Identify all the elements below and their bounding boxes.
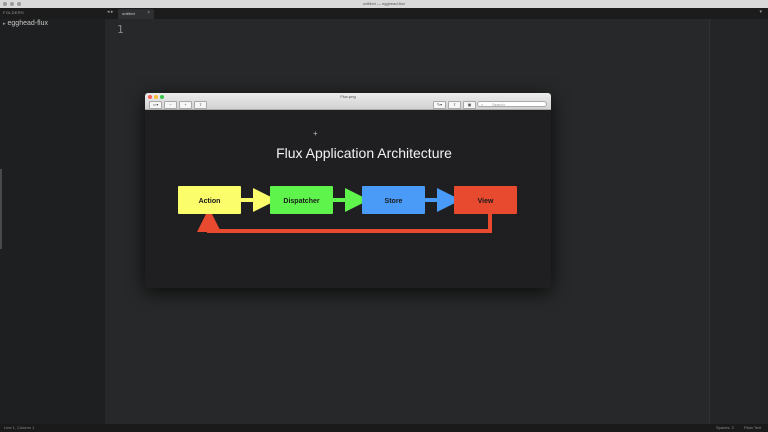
zoom-out-button[interactable]: − xyxy=(164,101,177,109)
preview-title-bar: Flux.png ▭▾ − + ⇪ ✎▾ ⇧ ▣ ⌕ Search xyxy=(145,93,551,110)
close-button[interactable] xyxy=(148,95,152,99)
sidebar-toggle-button[interactable]: ▭▾ xyxy=(149,101,162,109)
line-number: 1 xyxy=(117,23,124,36)
node-store-label: Store xyxy=(385,198,403,205)
search-input[interactable]: ⌕ Search xyxy=(477,101,547,107)
node-view-label: View xyxy=(478,198,494,205)
window-controls[interactable] xyxy=(3,2,21,6)
tab-label: untitled xyxy=(122,11,135,16)
node-action: Action xyxy=(178,186,241,214)
status-indentation[interactable]: Spaces: 2 xyxy=(716,425,734,430)
close-window-dot[interactable] xyxy=(3,2,7,6)
node-dispatcher: Dispatcher xyxy=(270,186,333,214)
minimize-window-dot[interactable] xyxy=(10,2,14,6)
tab-nav-arrows-icon[interactable]: ◂ ▸ xyxy=(107,9,114,15)
chevron-down-icon[interactable]: ▾ xyxy=(759,9,762,15)
status-bar: Line 1, Column 1 Spaces: 2 Plain Text xyxy=(0,424,768,432)
folders-label: FOLDERS xyxy=(3,10,24,15)
sidebar-scrollbar[interactable] xyxy=(0,169,2,249)
window-title: untitled — egghead-flux xyxy=(362,1,406,6)
node-action-label: Action xyxy=(199,198,221,205)
arrow-view-to-action xyxy=(197,208,492,233)
cursor-crosshair-icon: + xyxy=(313,129,318,138)
minimize-button[interactable] xyxy=(154,95,158,99)
status-syntax[interactable]: Plain Text xyxy=(744,425,762,430)
disclosure-arrow-icon[interactable]: ▸ xyxy=(3,21,6,27)
rotate-icon[interactable]: ⇧ xyxy=(448,101,461,109)
node-dispatcher-label: Dispatcher xyxy=(283,198,319,205)
minimap[interactable] xyxy=(709,19,768,424)
toolbox-icon[interactable]: ▣ xyxy=(463,101,476,109)
preview-toolbar: ▭▾ − + ⇪ xyxy=(149,101,207,109)
search-icon: ⌕ xyxy=(481,102,484,107)
tab-untitled[interactable]: untitled × xyxy=(118,9,154,19)
node-view: View xyxy=(454,186,517,214)
zoom-button[interactable] xyxy=(160,95,164,99)
sidebar-item-label: egghead-flux xyxy=(7,20,48,27)
close-icon[interactable]: × xyxy=(147,10,150,16)
sidebar: ▸egghead-flux xyxy=(0,19,105,424)
preview-window: Flux.png ▭▾ − + ⇪ ✎▾ ⇧ ▣ ⌕ Search + Flux… xyxy=(145,93,551,288)
status-cursor-position: Line 1, Column 1 xyxy=(4,425,35,430)
preview-window-controls[interactable] xyxy=(148,95,164,99)
preview-right-toolbar: ✎▾ ⇧ ▣ xyxy=(433,101,476,109)
node-store: Store xyxy=(362,186,425,214)
tab-bar: FOLDERS ◂ ▸ untitled × ▾ xyxy=(0,8,768,19)
search-placeholder: Search xyxy=(492,102,505,107)
zoom-window-dot[interactable] xyxy=(17,2,21,6)
diagram-title: Flux Application Architecture xyxy=(276,145,452,161)
flux-diagram: + Flux Application Architecture Action D… xyxy=(178,129,517,233)
markup-pen-icon[interactable]: ✎▾ xyxy=(433,101,446,109)
zoom-in-button[interactable]: + xyxy=(179,101,192,109)
share-button[interactable]: ⇪ xyxy=(194,101,207,109)
sidebar-item-egghead-flux[interactable]: ▸egghead-flux xyxy=(3,20,48,27)
preview-title: Flux.png xyxy=(340,94,356,99)
